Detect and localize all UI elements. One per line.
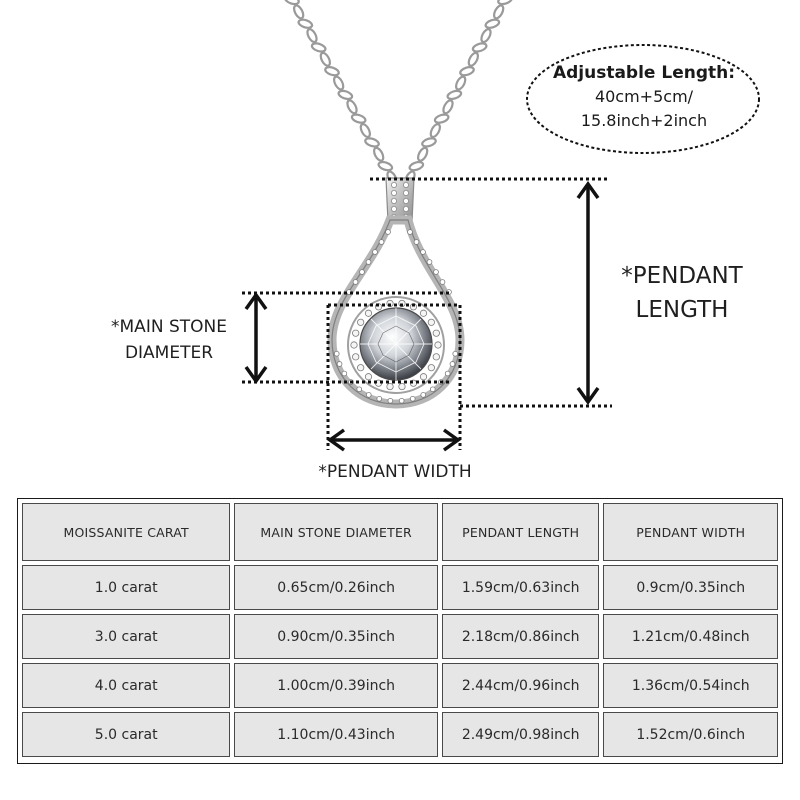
adjustable-length-note: Adjustable Length: 40cm+5cm/ 15.8inch+2i… xyxy=(528,49,760,149)
cell-carat: 3.0 carat xyxy=(22,614,231,659)
cell-carat: 4.0 carat xyxy=(22,663,231,708)
cell-pendant-width: 0.9cm/0.35inch xyxy=(603,565,778,610)
adjustable-length-cm: 40cm+5cm/ xyxy=(594,87,694,106)
size-spec-table: MOISSANITE CARAT MAIN STONE DIAMETER PEN… xyxy=(17,498,783,764)
pendant-length-arrow xyxy=(576,180,600,406)
stone-diameter-arrow xyxy=(244,291,268,385)
header-stone-diameter: MAIN STONE DIAMETER xyxy=(234,503,438,561)
pendant-length-label: *PENDANT LENGTH xyxy=(604,259,760,327)
adjustable-length-title: Adjustable Length: xyxy=(552,63,736,83)
adjustable-length-ellipse xyxy=(526,44,760,154)
cell-pendant-width: 1.36cm/0.54inch xyxy=(603,663,778,708)
table-header-row: MOISSANITE CARAT MAIN STONE DIAMETER PEN… xyxy=(22,503,778,561)
table-row: 4.0 carat 1.00cm/0.39inch 2.44cm/0.96inc… xyxy=(22,663,778,708)
cell-pendant-length: 1.59cm/0.63inch xyxy=(441,565,600,610)
header-pendant-width: PENDANT WIDTH xyxy=(603,503,778,561)
cell-stone-diameter: 0.65cm/0.26inch xyxy=(234,565,438,610)
cell-pendant-length: 2.18cm/0.86inch xyxy=(441,614,600,659)
cell-stone-diameter: 1.10cm/0.43inch xyxy=(234,712,438,757)
cell-carat: 1.0 carat xyxy=(22,565,231,610)
measurement-guides xyxy=(242,177,612,450)
main-stone-diameter-label: *MAIN STONE DIAMETER xyxy=(88,314,250,366)
necklace-chain xyxy=(284,0,513,186)
table-row: 1.0 carat 0.65cm/0.26inch 1.59cm/0.63inc… xyxy=(22,565,778,610)
cell-pendant-width: 1.21cm/0.48inch xyxy=(603,614,778,659)
pendant-illustration xyxy=(242,0,760,452)
table-row: 3.0 carat 0.90cm/0.35inch 2.18cm/0.86inc… xyxy=(22,614,778,659)
cell-pendant-length: 2.49cm/0.98inch xyxy=(441,712,600,757)
main-stone-label-line2: DIAMETER xyxy=(124,343,214,363)
adjustable-length-inch: 15.8inch+2inch xyxy=(580,111,708,130)
cell-carat: 5.0 carat xyxy=(22,712,231,757)
header-pendant-length: PENDANT LENGTH xyxy=(441,503,600,561)
pendant-length-label-line2: LENGTH xyxy=(635,297,729,323)
table-row: 5.0 carat 1.10cm/0.43inch 2.49cm/0.98inc… xyxy=(22,712,778,757)
pendant-width-label: *PENDANT WIDTH xyxy=(318,462,472,482)
pendant-frame xyxy=(327,215,465,409)
pendant-width-arrow xyxy=(326,428,462,452)
header-carat: MOISSANITE CARAT xyxy=(22,503,231,561)
pendant-length-label-line1: *PENDANT xyxy=(621,263,743,289)
cell-stone-diameter: 1.00cm/0.39inch xyxy=(234,663,438,708)
cell-pendant-length: 2.44cm/0.96inch xyxy=(441,663,600,708)
main-stone-label-line1: *MAIN STONE xyxy=(111,317,227,337)
cell-pendant-width: 1.52cm/0.6inch xyxy=(603,712,778,757)
cell-stone-diameter: 0.90cm/0.35inch xyxy=(234,614,438,659)
pendant-bail xyxy=(385,177,415,223)
main-stone xyxy=(347,296,445,394)
